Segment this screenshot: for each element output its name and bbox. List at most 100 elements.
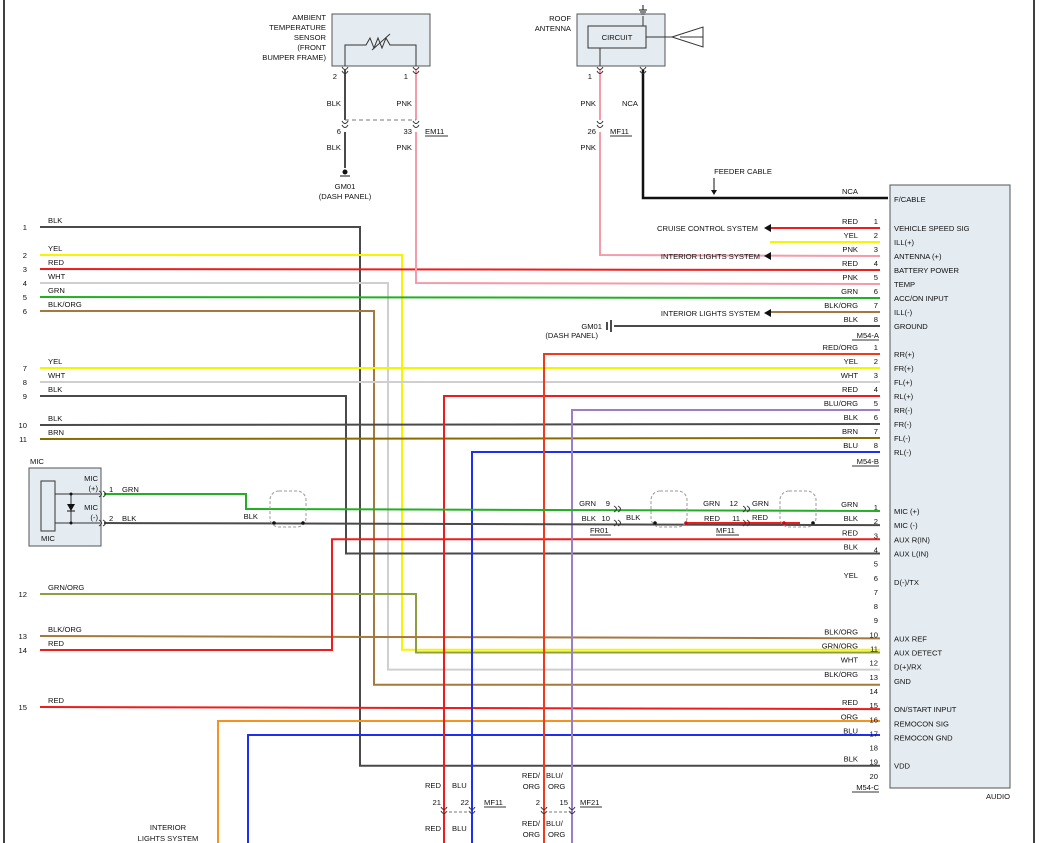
pin-number: 12 bbox=[870, 659, 878, 668]
wire-color: BLK bbox=[244, 512, 258, 521]
wire-color: NCA bbox=[842, 187, 859, 196]
left-pin-number: 5 bbox=[23, 293, 27, 302]
sensor-label: TEMPERATURE bbox=[269, 23, 326, 32]
pin-number: 1 bbox=[404, 72, 408, 81]
wire-color: ORG bbox=[548, 830, 565, 839]
mic-pin-label: MIC bbox=[84, 474, 98, 483]
pin-wire-color: RED bbox=[842, 528, 859, 537]
left-wire-color: YEL bbox=[48, 244, 62, 253]
pin-wire-color: PNK bbox=[842, 245, 858, 254]
pin-number: 11 bbox=[870, 645, 878, 654]
left-pin-number: 8 bbox=[23, 378, 27, 387]
wire-color: BLK bbox=[582, 514, 596, 523]
connector-fr01: FR01 bbox=[590, 526, 609, 535]
pin-number: 8 bbox=[874, 315, 878, 324]
connector-mf11: MF11 bbox=[716, 526, 735, 535]
pin-wire-color: BLK bbox=[844, 514, 858, 523]
left-pin-number: 4 bbox=[23, 279, 27, 288]
pin-function: AUX REF bbox=[894, 634, 927, 643]
wire-color: BLU bbox=[452, 781, 467, 790]
wire-color: BLU bbox=[452, 824, 467, 833]
wire-wht-drx bbox=[40, 282, 880, 671]
wire-color: GRN bbox=[579, 499, 596, 508]
mic-label: MIC bbox=[41, 534, 55, 543]
wire-color: ORG bbox=[548, 782, 565, 791]
wire-color: PNK bbox=[580, 99, 596, 108]
pin-number: 2 bbox=[874, 231, 878, 240]
mic-element bbox=[40, 480, 56, 532]
pin-wire-color: RED bbox=[842, 385, 859, 394]
pin-wire-color: BRN bbox=[842, 427, 858, 436]
pin-number: 1 bbox=[874, 343, 878, 352]
diode-icon bbox=[67, 504, 75, 511]
connector-mf21: MF21 bbox=[580, 798, 599, 807]
pin-function: REMOCON SIG bbox=[894, 719, 949, 728]
pin-number: 10 bbox=[870, 630, 878, 639]
sensor-label: AMBIENT bbox=[292, 13, 326, 22]
wire-bluorg-rr bbox=[571, 409, 880, 843]
pin-function: TEMP bbox=[894, 280, 915, 289]
pin-number: 26 bbox=[588, 127, 596, 136]
pin-function: VDD bbox=[894, 762, 911, 771]
pin-function: FL(-) bbox=[894, 434, 911, 443]
pin-number: 4 bbox=[874, 259, 878, 268]
pin-function: FR(-) bbox=[894, 420, 912, 429]
connector-fork bbox=[341, 66, 349, 74]
pin-number: 5 bbox=[874, 399, 878, 408]
connector-fork bbox=[613, 519, 621, 527]
junction bbox=[301, 521, 305, 525]
pin-number: 15 bbox=[870, 701, 878, 710]
wire-color: RED/ bbox=[522, 819, 541, 828]
wire-color: RED bbox=[425, 781, 442, 790]
shield-icon bbox=[269, 490, 307, 528]
pin-function: FR(+) bbox=[894, 364, 914, 373]
left-wire-color: BRN bbox=[48, 428, 64, 437]
connector-c-name: M54-C bbox=[856, 783, 879, 792]
pin-function: ON/START INPUT bbox=[894, 705, 957, 714]
wire-blu-remocon-gnd bbox=[247, 734, 880, 843]
pin-function: D(-)/TX bbox=[894, 578, 919, 587]
wire-color: BLK bbox=[327, 99, 341, 108]
pin-wire-color: BLU bbox=[843, 726, 858, 735]
pin-number: 3 bbox=[874, 531, 878, 540]
pin-function: RR(+) bbox=[894, 350, 915, 359]
ground-label: GM01 bbox=[335, 182, 356, 191]
pin-number: 19 bbox=[870, 758, 878, 767]
left-wire-color: RED bbox=[48, 258, 65, 267]
pin-number: 17 bbox=[870, 729, 878, 738]
antenna-label: ROOF bbox=[549, 14, 571, 23]
pin-number: 21 bbox=[433, 798, 441, 807]
shield-icon bbox=[650, 490, 688, 528]
arrow-left-icon bbox=[764, 224, 771, 232]
wire-color: RED bbox=[425, 824, 442, 833]
pin-number: 9 bbox=[606, 499, 610, 508]
ambient-sensor-box bbox=[331, 13, 431, 67]
pin-function: MIC (-) bbox=[894, 521, 918, 530]
wire-color: GRN bbox=[752, 499, 769, 508]
left-pin-number: 3 bbox=[23, 265, 27, 274]
junction bbox=[653, 521, 657, 525]
thermistor-arrow bbox=[371, 33, 391, 51]
wire-color: BLK bbox=[626, 513, 640, 522]
wire-blk-auxl bbox=[40, 395, 880, 555]
pin-function: MIC (+) bbox=[894, 507, 920, 516]
wire-grnorg-auxdetect bbox=[40, 593, 880, 654]
connector-fork bbox=[742, 519, 750, 527]
pin-wire-color: PNK bbox=[842, 273, 858, 282]
thermistor-symbol bbox=[344, 36, 417, 66]
pin-function: ACC/ON INPUT bbox=[894, 294, 949, 303]
left-pin-number: 14 bbox=[19, 646, 27, 655]
pin-function: FL(+) bbox=[894, 378, 913, 387]
pin-function: RR(-) bbox=[894, 406, 913, 415]
cruise-control-label: CRUISE CONTROL SYSTEM bbox=[657, 224, 758, 233]
left-wire-color: BLK bbox=[48, 216, 62, 225]
junction bbox=[69, 492, 73, 496]
connector-mf11: MF11 bbox=[484, 798, 503, 807]
pin-function: ANTENNA (+) bbox=[894, 252, 942, 261]
mic-pin-label: (+) bbox=[89, 484, 99, 493]
pin-wire-color: GRN bbox=[841, 287, 858, 296]
pin-number: 18 bbox=[870, 744, 878, 753]
pin-wire-color: ORG bbox=[841, 712, 858, 721]
pin-number: 6 bbox=[874, 574, 878, 583]
